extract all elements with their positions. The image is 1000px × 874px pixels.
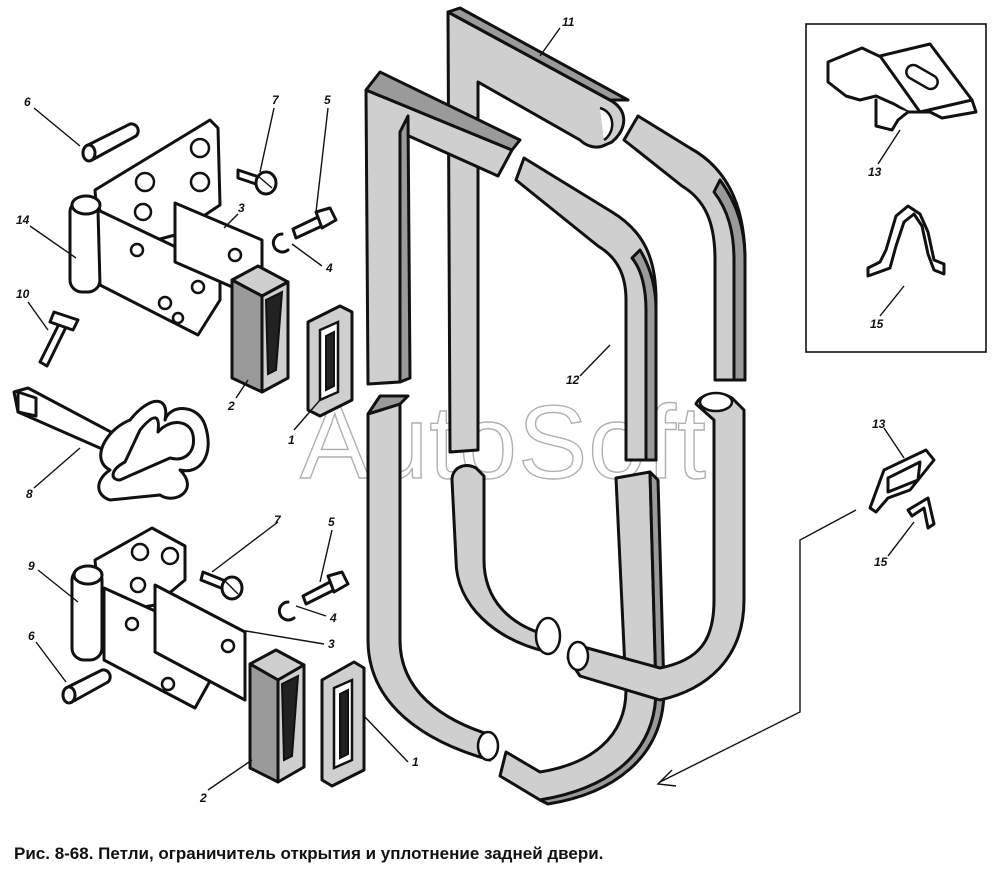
callout-lower-hinge: 9 xyxy=(28,559,35,573)
detail-small-spring xyxy=(906,496,936,530)
callout-lower-block: 2 xyxy=(199,791,207,805)
callout-labels: 6 7 5 3 4 14 10 2 1 8 9 7 5 4 3 6 2 1 11… xyxy=(16,15,888,805)
callout-upper-hinge: 14 xyxy=(16,213,30,227)
lower-washer xyxy=(277,600,296,622)
seal-left-vertical xyxy=(364,70,522,386)
callout-inset-clip: 13 xyxy=(868,165,882,179)
lower-hinge-pin xyxy=(61,668,112,705)
seal-12-middle-curve xyxy=(514,156,658,462)
lower-bolt xyxy=(301,570,350,606)
callout-detail-clip: 13 xyxy=(872,417,886,431)
inset-retaining-clip xyxy=(826,42,978,132)
figure-caption: Рис. 8-68. Петли, ограничитель открытия … xyxy=(14,844,604,863)
upper-hinge-pin xyxy=(81,122,140,163)
upper-washer xyxy=(271,232,290,254)
callout-detail-spring: 15 xyxy=(874,555,888,569)
upper-screw xyxy=(236,168,278,196)
inset-spring-clip xyxy=(866,204,946,278)
callout-upper-block: 2 xyxy=(227,399,235,413)
callout-upper-pin: 6 xyxy=(24,95,31,109)
callout-upper-washer: 4 xyxy=(325,261,333,275)
callout-lower-pin: 6 xyxy=(28,629,35,643)
callout-seal-upper: 11 xyxy=(562,15,575,29)
callout-lower-bolt: 5 xyxy=(328,515,335,529)
lower-slotted-bracket xyxy=(320,660,366,788)
callout-limiter: 8 xyxy=(26,487,33,501)
callout-upper-screw: 7 xyxy=(272,93,280,107)
upper-bolt xyxy=(291,206,338,240)
seal-right-lower-curve xyxy=(566,391,746,702)
upper-slotted-bracket xyxy=(306,304,354,418)
callout-upper-plate: 3 xyxy=(238,201,245,215)
detail-inset-frame xyxy=(805,23,987,353)
detail-pointer-head xyxy=(656,769,677,787)
lower-rubber-block xyxy=(248,648,306,784)
seal-inner-u-curve xyxy=(450,464,562,656)
lower-spacer-plate xyxy=(153,583,247,702)
callout-lower-plate: 3 xyxy=(328,637,335,651)
callout-lower-bracket: 1 xyxy=(412,755,419,769)
seal-bottom-curve xyxy=(498,470,666,806)
seal-left-long-curve xyxy=(366,394,500,762)
door-limiter xyxy=(12,386,210,502)
callout-upper-bracket: 1 xyxy=(288,433,295,447)
lower-screw xyxy=(199,570,244,601)
upper-hinge-group xyxy=(38,118,354,418)
lower-hinge-group xyxy=(61,526,366,788)
callout-lower-screw: 7 xyxy=(274,513,282,527)
callout-seal-middle: 12 xyxy=(566,373,580,387)
seal-11-upper-frame xyxy=(446,6,630,454)
callout-upper-bolt: 5 xyxy=(324,93,331,107)
callout-lower-washer: 4 xyxy=(329,611,337,625)
callout-inset-spring: 15 xyxy=(870,317,884,331)
leader-lines xyxy=(27,27,915,791)
upper-rivet xyxy=(38,310,80,368)
callout-upper-rivet: 10 xyxy=(16,287,30,301)
detail-pointer-line xyxy=(659,509,857,783)
seal-right-upper-curve xyxy=(622,114,747,382)
detail-small-clip xyxy=(868,448,936,514)
upper-rubber-block xyxy=(230,264,290,394)
